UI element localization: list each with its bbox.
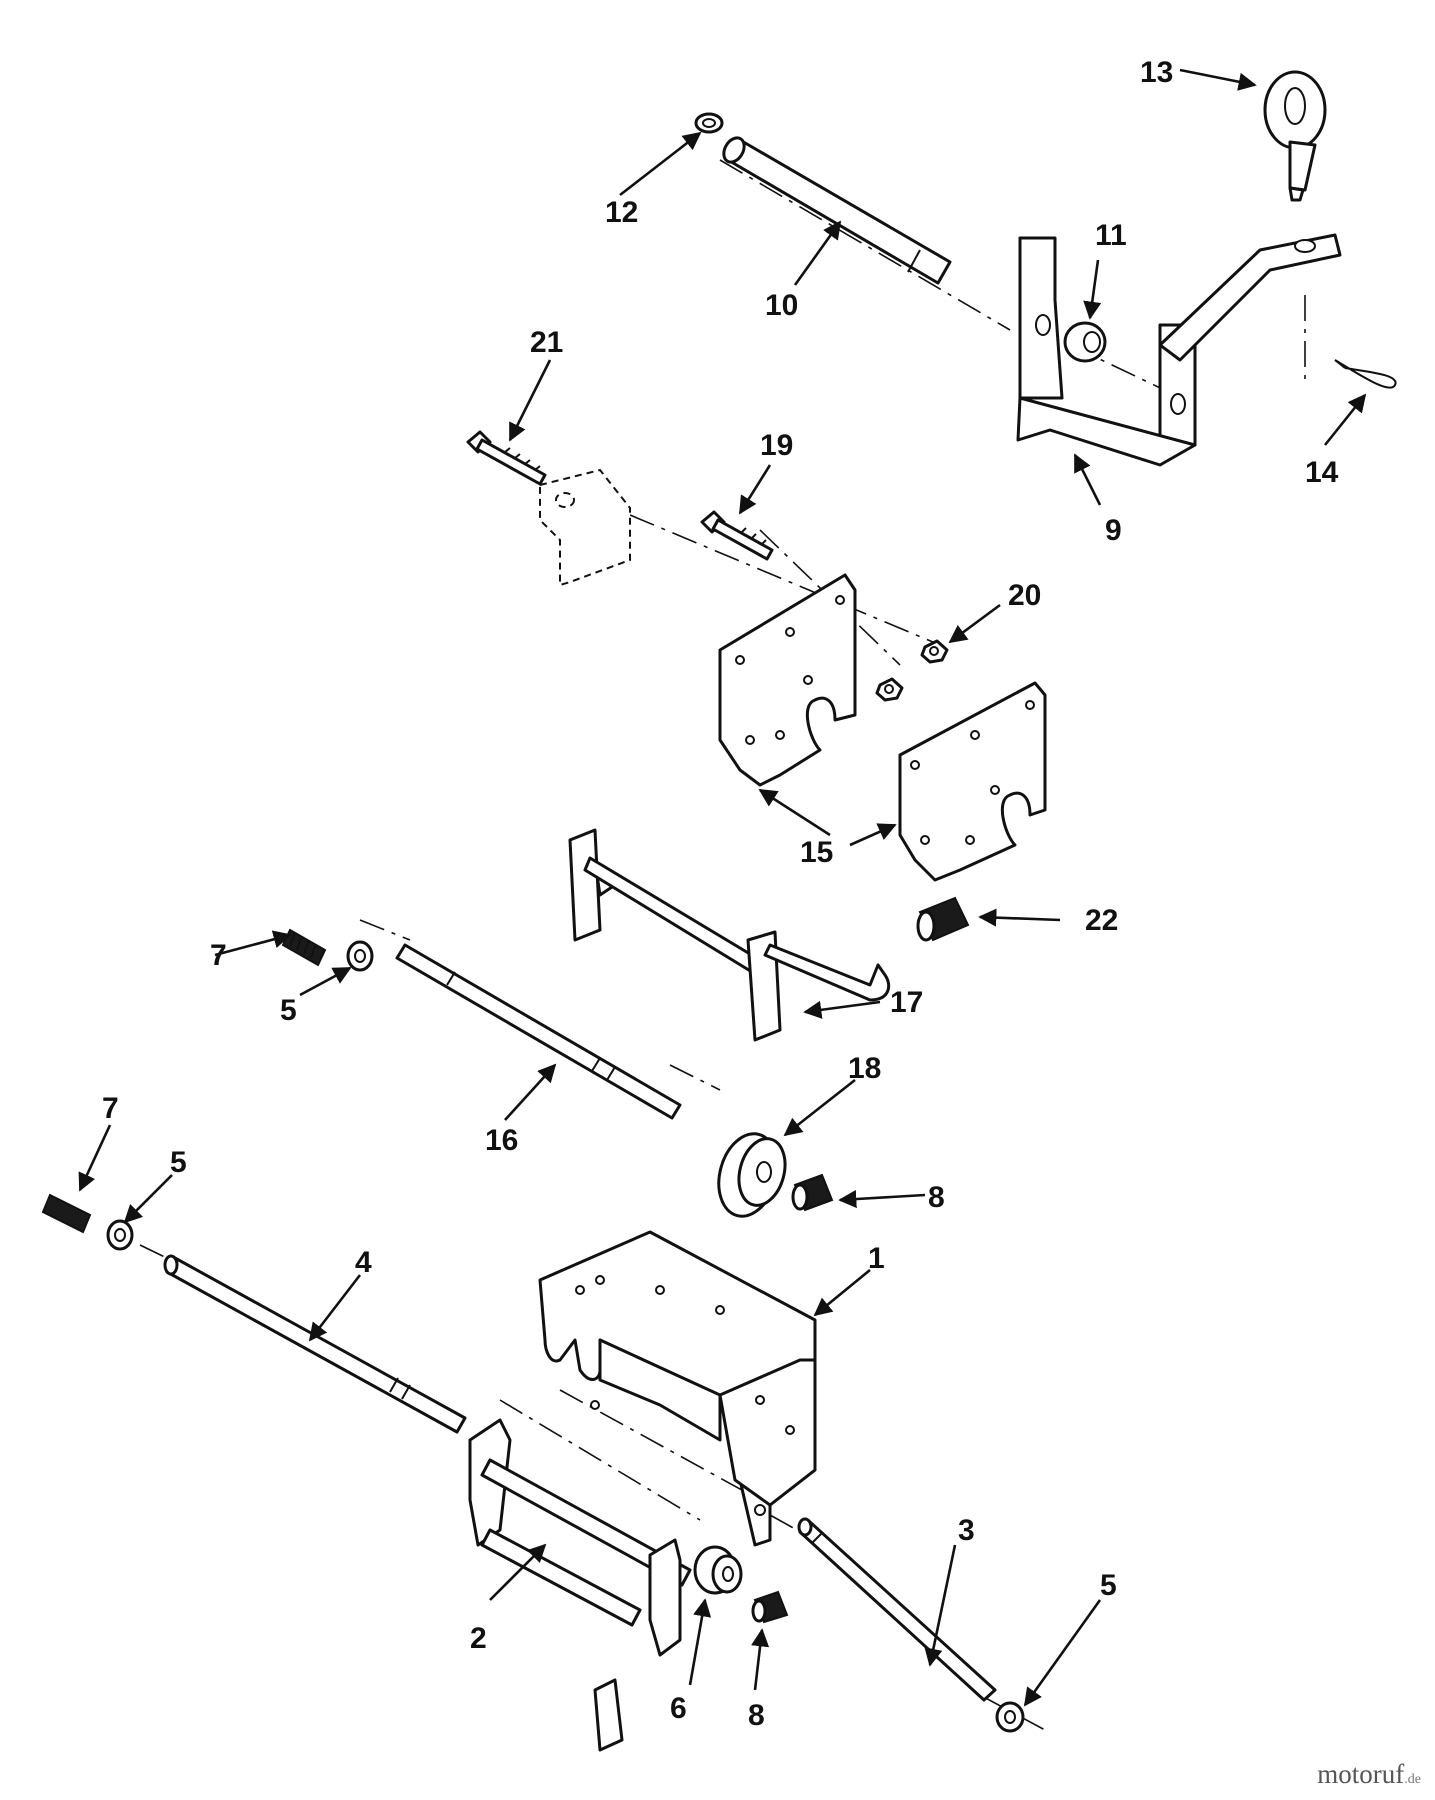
clip-part-12 — [694, 112, 724, 134]
callout-17: 17 — [890, 986, 923, 1019]
plate-part-15-rear — [718, 573, 857, 787]
dashed-bracket — [539, 468, 631, 587]
shaft-part-16 — [395, 943, 682, 1120]
watermark: motoruf.de — [1317, 1759, 1421, 1790]
callout-10: 10 — [765, 289, 798, 322]
spacer-part-6 — [693, 1545, 743, 1595]
callout-16: 16 — [485, 1124, 518, 1157]
callout-9: 9 — [1105, 514, 1122, 547]
callout-5b: 5 — [170, 1146, 187, 1179]
callout-21: 21 — [530, 326, 563, 359]
shaft-part-3 — [797, 1517, 997, 1702]
callout-20: 20 — [1008, 579, 1041, 612]
rod-frame-part-17 — [568, 828, 891, 1042]
cap-part-8-lower — [751, 1590, 789, 1624]
callout-5c: 5 — [1100, 1569, 1117, 1602]
hitch-bracket-part-9 — [1016, 233, 1342, 467]
bolt-part-21 — [466, 430, 547, 486]
cap-part-22 — [916, 896, 970, 942]
shaft-part-4 — [163, 1254, 467, 1434]
callout-7a: 7 — [210, 939, 227, 972]
washer-part-5-lower-right — [995, 1701, 1025, 1733]
nut-part-20 — [875, 639, 949, 702]
callout-18: 18 — [848, 1052, 881, 1085]
callout-11: 11 — [1095, 219, 1127, 252]
callout-19: 19 — [760, 429, 793, 462]
bolt-part-19 — [700, 510, 774, 561]
callout-labels: 1 2 3 4 5 5 5 6 7 7 8 8 9 10 11 12 13 14… — [102, 56, 1339, 1732]
washer-part-5-lower-left — [106, 1219, 134, 1251]
callout-8b: 8 — [748, 1699, 765, 1732]
plate-part-15-front — [898, 681, 1047, 882]
pin-part-10 — [722, 136, 952, 285]
ring-pin-part-13 — [1263, 70, 1327, 202]
watermark-suffix: .de — [1404, 1772, 1421, 1787]
callout-arrows — [78, 68, 1367, 1707]
washer-part-5-upper — [346, 940, 374, 972]
yoke-part-2 — [468, 1418, 692, 1752]
hairpin-part-14 — [1334, 359, 1397, 389]
callout-13: 13 — [1140, 56, 1173, 89]
callout-14: 14 — [1305, 456, 1339, 489]
callout-2: 2 — [470, 1622, 487, 1655]
callout-12: 12 — [605, 196, 638, 229]
spring-part-7-lower — [41, 1193, 92, 1234]
callout-4: 4 — [355, 1246, 372, 1279]
watermark-text: motoruf — [1317, 1759, 1405, 1789]
wheel-part-18 — [717, 1132, 787, 1218]
callout-15a: 15 — [800, 836, 833, 869]
callout-3: 3 — [958, 1514, 975, 1547]
callout-7b: 7 — [102, 1092, 119, 1125]
callout-8a: 8 — [928, 1181, 945, 1214]
bracket-part-1 — [538, 1230, 817, 1547]
callout-22: 22 — [1085, 904, 1118, 937]
callout-1: 1 — [868, 1242, 885, 1275]
callout-5a: 5 — [280, 994, 297, 1027]
callout-6: 6 — [670, 1692, 687, 1725]
cap-part-8-upper — [791, 1173, 834, 1212]
